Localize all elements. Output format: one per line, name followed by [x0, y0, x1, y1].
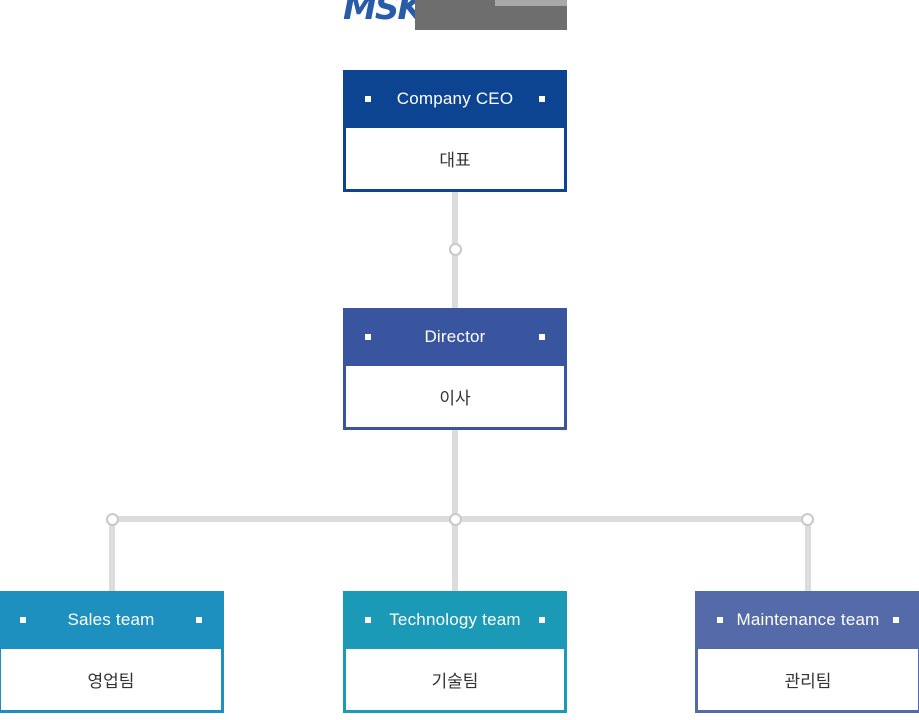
org-node-technology-team[interactable]: Technology team 기술팀 — [343, 591, 567, 713]
org-node-ceo-body: 대표 — [343, 128, 567, 192]
bullet-square-icon — [196, 617, 202, 623]
bullet-square-icon — [539, 334, 545, 340]
company-logo: MSK — [343, 0, 567, 30]
connector-drop-sales — [109, 519, 115, 591]
org-node-maintenance-team-title-ko: 관리팀 — [784, 672, 832, 691]
connector-node-ceo-director — [449, 243, 462, 256]
org-node-director[interactable]: Director 이사 — [343, 308, 567, 430]
org-node-ceo-title-en: Company CEO — [396, 89, 514, 108]
msk-wordmark-logo: MSK — [343, 0, 424, 28]
org-node-maintenance-team-body: 관리팀 — [695, 649, 919, 713]
org-node-maintenance-team-header: Maintenance team — [695, 591, 919, 649]
org-node-technology-team-header: Technology team — [343, 591, 567, 649]
bullet-square-icon — [893, 617, 899, 623]
logo-gray-bar — [415, 0, 567, 30]
bullet-square-icon — [539, 96, 545, 102]
org-node-technology-team-body: 기술팀 — [343, 649, 567, 713]
org-node-ceo-header: Company CEO — [343, 70, 567, 128]
connector-node-center-junction — [449, 513, 462, 526]
org-node-ceo-title-ko: 대표 — [439, 151, 471, 170]
org-node-sales-team[interactable]: Sales team 영업팀 — [0, 591, 224, 713]
org-node-sales-team-header: Sales team — [0, 591, 224, 649]
org-node-sales-team-title-en: Sales team — [67, 610, 155, 629]
bullet-square-icon — [365, 96, 371, 102]
connector-node-sales-junction — [106, 513, 119, 526]
org-node-director-header: Director — [343, 308, 567, 366]
org-node-maintenance-team[interactable]: Maintenance team 관리팀 — [695, 591, 919, 713]
org-node-director-body: 이사 — [343, 366, 567, 430]
bullet-square-icon — [365, 617, 371, 623]
connector-node-maintenance-junction — [801, 513, 814, 526]
org-node-ceo[interactable]: Company CEO 대표 — [343, 70, 567, 192]
org-node-director-title-en: Director — [424, 327, 486, 346]
logo-bar-highlight — [495, 0, 567, 6]
bullet-square-icon — [20, 617, 26, 623]
org-node-technology-team-title-ko: 기술팀 — [431, 672, 479, 691]
org-node-director-title-ko: 이사 — [439, 389, 471, 408]
org-node-sales-team-body: 영업팀 — [0, 649, 224, 713]
connector-drop-maintenance — [805, 519, 811, 591]
org-node-maintenance-team-title-en: Maintenance team — [736, 610, 880, 629]
org-node-technology-team-title-en: Technology team — [389, 610, 521, 629]
org-node-sales-team-title-ko: 영업팀 — [87, 672, 135, 691]
connector-drop-technology — [452, 519, 458, 591]
connector-director-down — [452, 430, 458, 522]
bullet-square-icon — [365, 334, 371, 340]
bullet-square-icon — [539, 617, 545, 623]
bullet-square-icon — [717, 617, 723, 623]
